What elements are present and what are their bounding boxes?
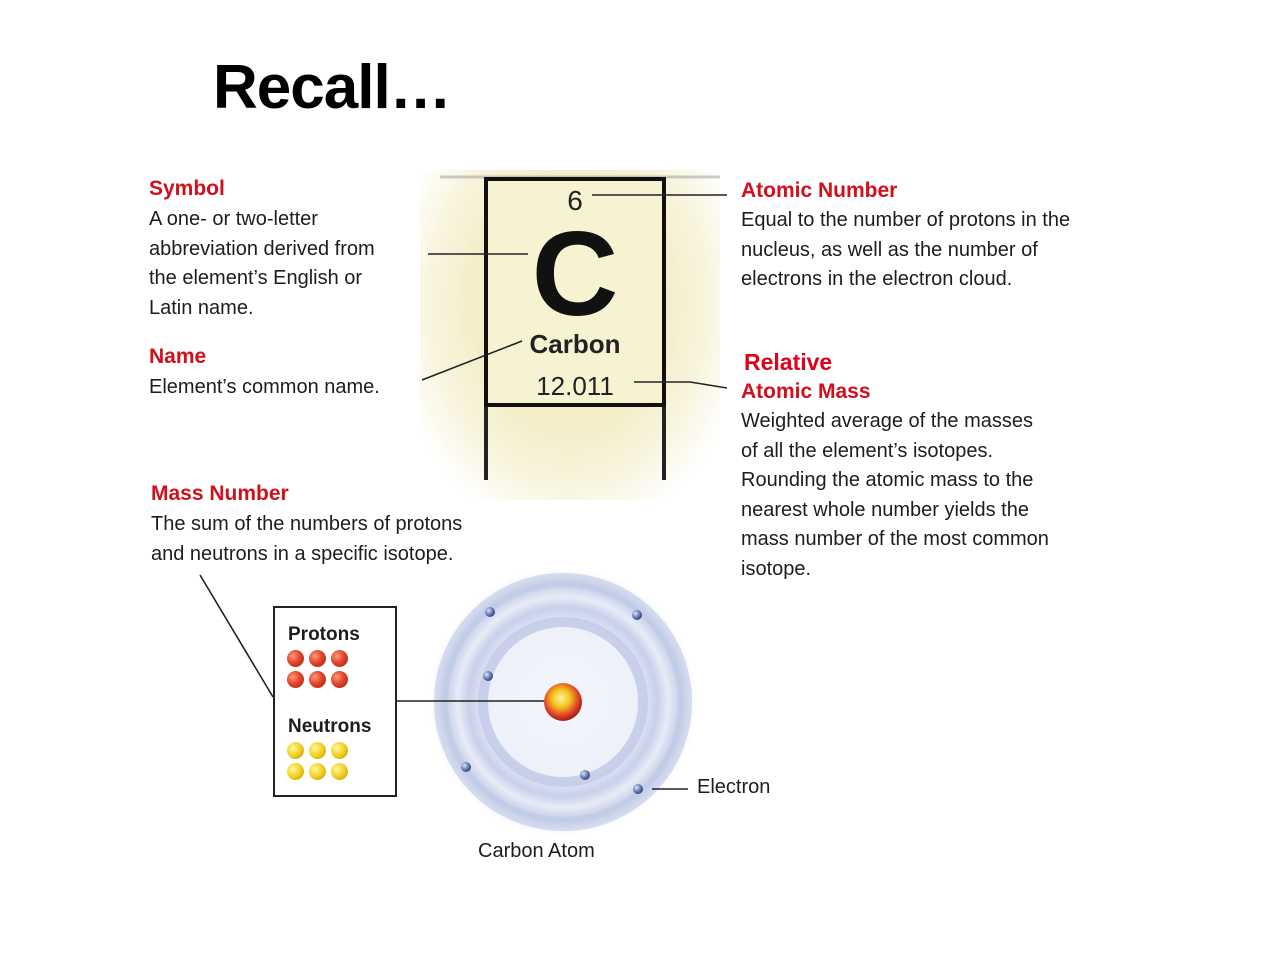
atomic-mass-desc-line: isotope.: [741, 557, 812, 580]
mass-number-desc-line: and neutrons in a specific isotope.: [151, 542, 454, 565]
slide-title: Recall…: [213, 53, 452, 122]
tile-atomic-mass: 12.011: [536, 371, 614, 401]
name-desc-line: Element’s common name.: [149, 376, 380, 398]
nucleus-composition-box: Protons Neutrons: [273, 606, 397, 797]
atomic-number-desc-line: electrons in the electron cloud.: [741, 268, 1013, 290]
symbol-desc-line: the element’s English or: [149, 267, 363, 289]
electron: [580, 770, 590, 780]
mass-number-description: The sum of the numbers of protons and ne…: [151, 510, 462, 569]
proton-ball: [287, 671, 304, 688]
atomic-number-description: Equal to the number of protons in the nu…: [741, 206, 1070, 295]
atomic-number-desc-line: nucleus, as well as the number of: [741, 238, 1038, 261]
proton-ball: [287, 650, 304, 667]
electrons: [461, 607, 643, 794]
symbol-description: A one- or two-letter abbreviation derive…: [149, 205, 375, 323]
neutron-ball: [331, 742, 348, 759]
symbol-desc-line: abbreviation derived from: [149, 237, 375, 260]
atomic-mass-desc-line: Weighted average of the masses: [741, 410, 1034, 432]
name-description: Element’s common name.: [149, 373, 380, 403]
neutron-ball: [287, 742, 304, 759]
tile-element-name: Carbon: [529, 329, 621, 359]
mass-number-heading: Mass Number: [151, 482, 289, 505]
tile-atomic-number: 6: [567, 185, 583, 216]
proton-ball: [309, 650, 326, 667]
neutron-ball: [309, 763, 326, 780]
atomic-mass-desc-line: of all the element’s isotopes.: [741, 439, 994, 462]
mass-number-desc-line: The sum of the numbers of protons: [151, 513, 463, 535]
proton-ball: [331, 650, 348, 667]
inner-orbital: [478, 617, 648, 787]
symbol-desc-line: A one- or two-letter: [149, 208, 318, 230]
tile-symbol: C: [531, 207, 619, 341]
neutron-ball: [331, 763, 348, 780]
atomic-mass-heading: Atomic Mass: [741, 380, 871, 403]
symbol-desc-line: Latin name.: [149, 296, 254, 319]
symbol-heading: Symbol: [149, 177, 225, 200]
atomic-number-desc-line: Equal to the number of protons in the: [741, 209, 1071, 231]
protons-label: Protons: [288, 624, 360, 645]
name-heading: Name: [149, 345, 207, 368]
neutrons-label: Neutrons: [288, 716, 372, 737]
nucleus: [544, 683, 582, 721]
relative-prefix: Relative: [744, 349, 833, 375]
mass-number-leader-line: [199, 574, 274, 698]
atomic-mass-desc-line: Rounding the atomic mass to the: [741, 469, 1034, 491]
element-tile-carbon: 6 C Carbon 12.011: [484, 177, 666, 407]
proton-ball: [309, 671, 326, 688]
electron: [461, 762, 471, 772]
atomic-mass-desc-line: nearest whole number yields the: [741, 498, 1029, 521]
electron: [633, 784, 643, 794]
atomic-mass-description: Weighted average of the masses of all th…: [741, 407, 1049, 584]
proton-ball: [331, 671, 348, 688]
electron: [485, 607, 495, 617]
electron: [483, 671, 493, 681]
atomic-mass-leader-line: [634, 381, 728, 389]
atomic-number-heading: Atomic Number: [741, 179, 898, 202]
neutron-ball: [309, 742, 326, 759]
atomic-mass-desc-line: mass number of the most common: [741, 528, 1049, 550]
outer-orbital: [434, 573, 692, 831]
name-leader-line: [421, 340, 523, 381]
electron: [632, 610, 642, 620]
neutron-ball: [287, 763, 304, 780]
carbon-atom-caption: Carbon Atom: [478, 840, 595, 862]
electron-label: Electron: [697, 776, 771, 798]
